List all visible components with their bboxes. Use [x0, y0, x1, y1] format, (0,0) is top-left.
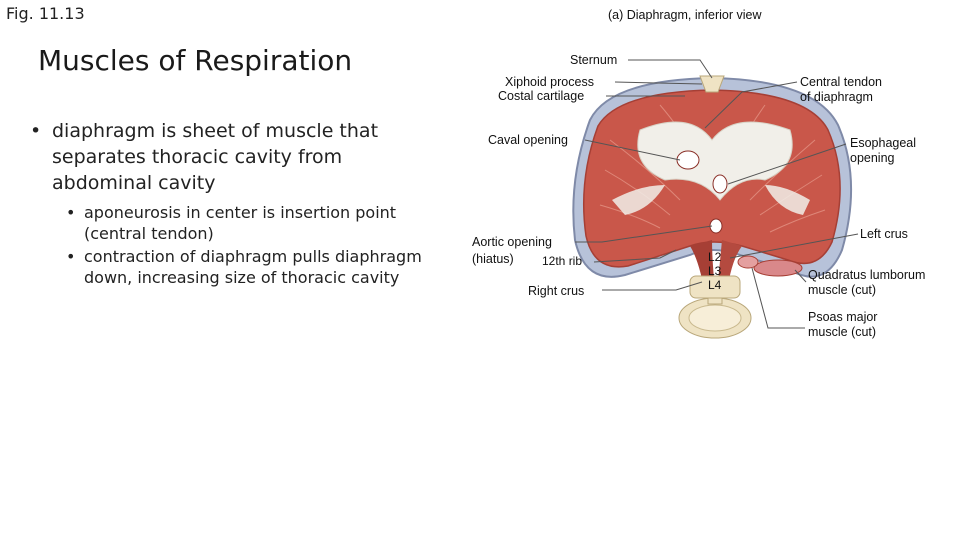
label-aortic-opening: Aortic opening	[472, 235, 552, 249]
leader-esophageal	[727, 143, 847, 185]
esophageal-opening	[712, 174, 728, 194]
label-esophageal-opening: Esophageal opening	[850, 136, 917, 165]
label-central-tendon: Central tendon of diaphragm	[800, 75, 883, 104]
leader-sternum	[628, 59, 713, 79]
label-quadratus-lumborum: Quadratus lumborum muscle (cut)	[808, 268, 926, 297]
label-aortic-hiatus: (hiatus)	[472, 252, 514, 266]
psoas-major-cut	[737, 255, 759, 269]
leader-xiphoid	[614, 81, 703, 85]
bullet-main-text: is sheet of muscle that separates thorac…	[52, 120, 379, 194]
label-l2: L2	[708, 250, 722, 264]
figure-number: Fig. 11.13	[6, 4, 85, 23]
label-costal-cartilage: Costal cartilage	[498, 89, 585, 103]
vertebra-illustration	[678, 275, 752, 339]
leader-central-tendon	[704, 81, 798, 129]
label-caval-opening: Caval opening	[488, 133, 568, 147]
label-right-crus: Right crus	[528, 284, 585, 298]
label-l3: L3	[708, 264, 722, 278]
label-sternum: Sternum	[570, 53, 618, 67]
diaphragm-illustration	[572, 59, 859, 339]
leader-left-crus	[729, 233, 859, 259]
sub-bullet-1: •aponeurosis in center is insertion poin…	[66, 203, 397, 243]
bullet-main-term: diaphragm	[52, 120, 156, 142]
sub-bullet-2-text: contraction of diaphragm pulls diaphragm…	[84, 247, 422, 287]
label-psoas-major: Psoas major muscle (cut)	[808, 310, 878, 339]
sub-bullet-2: •contraction of diaphragm pulls diaphrag…	[66, 247, 422, 287]
leader-caval	[584, 139, 681, 161]
label-12th-rib: 12th rib	[542, 254, 583, 268]
leader-psoas	[751, 267, 805, 329]
xiphoid-process	[699, 75, 725, 93]
bullet-list: • diaphragm is sheet of muscle that separ…	[30, 118, 440, 290]
caval-opening	[676, 150, 700, 170]
page-title: Muscles of Respiration	[38, 44, 353, 77]
leader-aortic	[575, 225, 713, 243]
label-xiphoid-process: Xiphoid process	[505, 75, 594, 89]
label-l4: L4	[708, 278, 722, 292]
label-left-crus: Left crus	[860, 227, 908, 241]
leader-quadratus	[794, 269, 807, 283]
diagram-title: (a) Diaphragm, inferior view	[608, 8, 762, 22]
leader-12th-rib	[593, 249, 677, 263]
leader-lines	[575, 59, 859, 329]
central-tendon	[637, 121, 793, 201]
leader-right-crus	[602, 281, 703, 291]
sub-bullet-list: •aponeurosis in center is insertion poin…	[30, 202, 440, 288]
sub-bullet-1-text: aponeurosis in center is insertion point…	[84, 203, 397, 243]
quadratus-lumborum-cut	[753, 259, 803, 277]
bullet-dot: •	[30, 120, 42, 142]
bullet-main: • diaphragm is sheet of muscle that separ…	[30, 118, 440, 196]
